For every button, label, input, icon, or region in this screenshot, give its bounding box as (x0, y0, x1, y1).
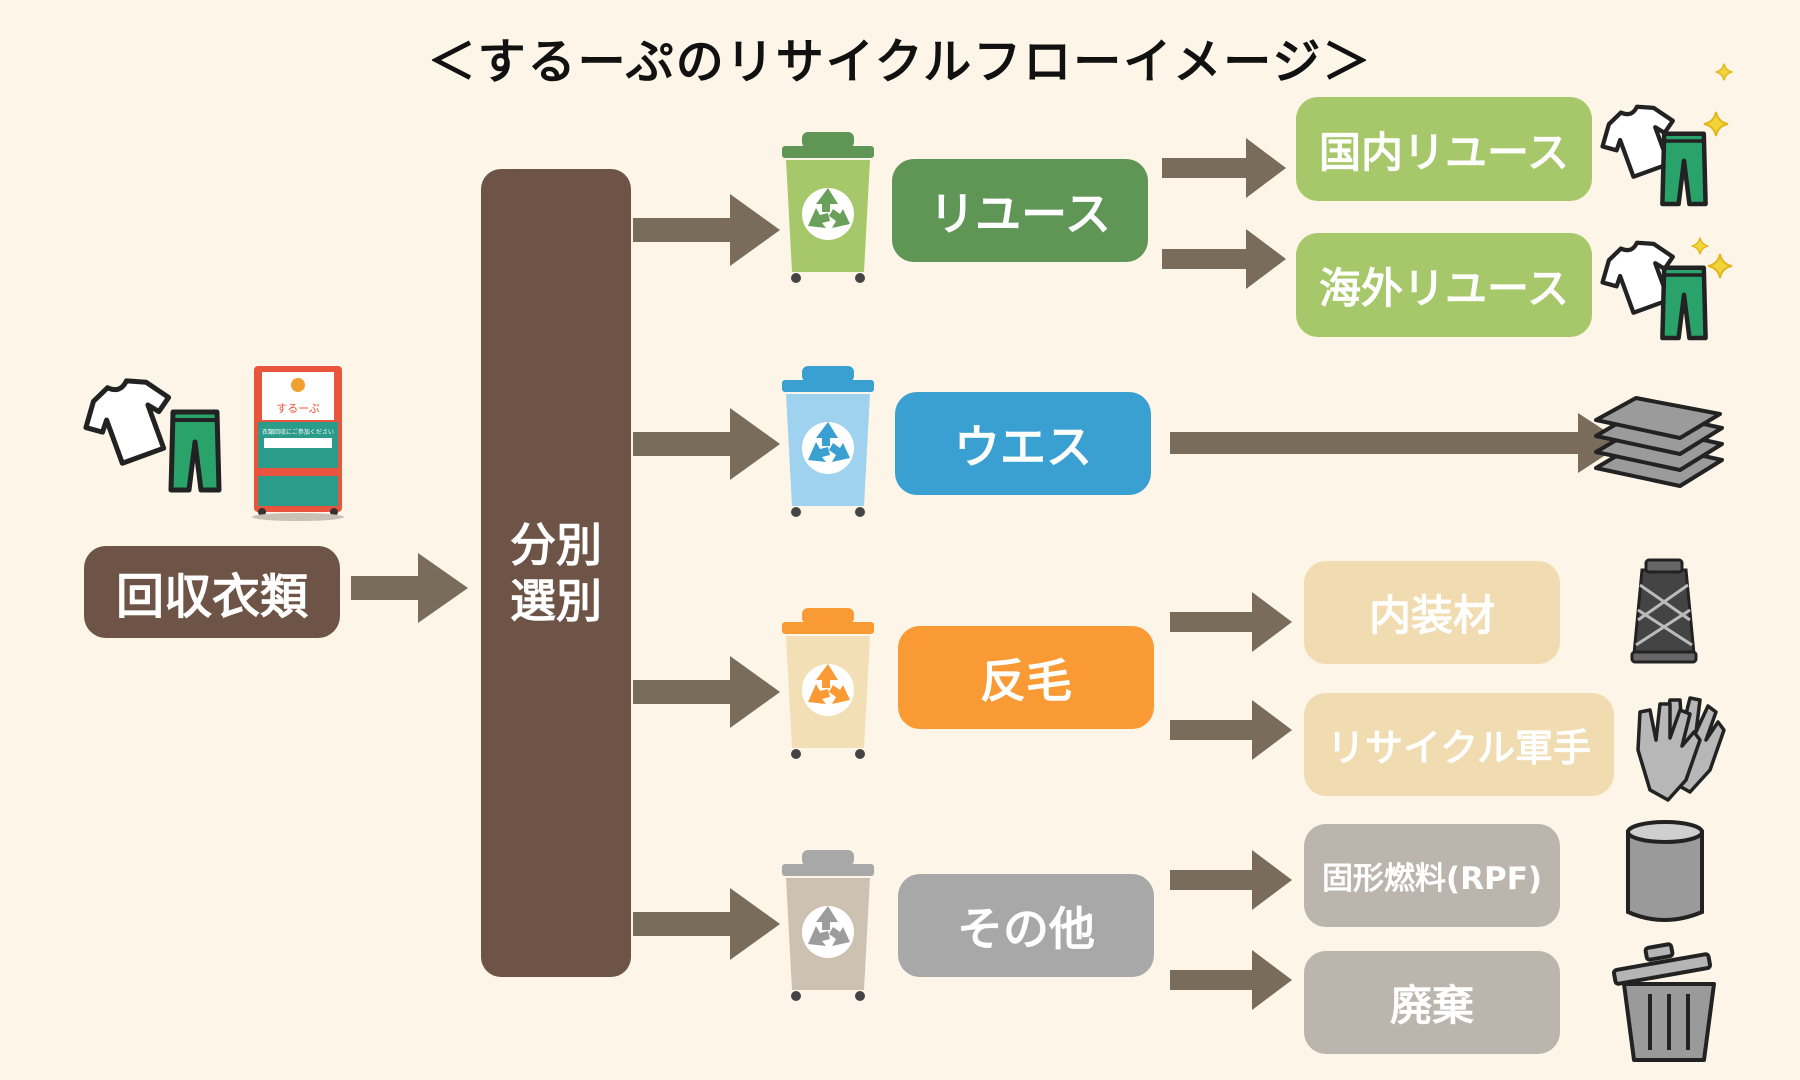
pants-icon (1662, 268, 1705, 338)
output-overseas-reuse-label: 海外リユース (1319, 263, 1569, 313)
arrow-other-to-disposal (1170, 950, 1292, 1010)
arrow-reuse-to-overseas (1162, 229, 1286, 289)
collection-box-icon: するーぷ 衣類回収にご参加ください (252, 366, 344, 521)
output-interior-material-label: 内装材 (1368, 591, 1495, 640)
sparkle-icon (1690, 236, 1710, 256)
recycle-bin-icon (782, 608, 874, 759)
arrow-sort-to-other (633, 888, 780, 960)
sorting-label-line2: 選別 (510, 574, 602, 628)
arrow-source-to-sort (351, 553, 468, 623)
recycle-bin-icon (782, 366, 874, 517)
arrow-sort-to-wool (633, 656, 780, 728)
output-solid-fuel: 固形燃料(RPF) (1304, 824, 1560, 927)
trash-can-icon (1611, 942, 1716, 1062)
arrow-sort-to-waste (633, 408, 780, 480)
arrow-other-to-rpf (1170, 850, 1292, 910)
output-overseas-reuse: 海外リユース (1296, 233, 1592, 337)
category-reuse-label: リユース (929, 186, 1111, 241)
category-waste-cloth-label: ウエス (954, 419, 1092, 474)
recycle-bin-icon (782, 132, 874, 283)
collected-clothing-box: 回収衣類 (84, 546, 340, 638)
output-disposal-label: 廃棄 (1389, 981, 1474, 1030)
output-recycled-gloves-label: リサイクル軍手 (1326, 726, 1592, 770)
cloth-stack-icon (1594, 396, 1724, 488)
arrow-reuse-to-domestic (1162, 138, 1286, 198)
output-domestic-reuse: 国内リユース (1296, 97, 1592, 201)
svg-text:するーぷ: するーぷ (276, 402, 320, 415)
arrow-wool-to-interior (1170, 592, 1292, 652)
sorting-box: 分別 選別 (481, 169, 631, 977)
fuel-cylinder-icon (1626, 820, 1704, 922)
category-reclaimed-fiber-label: 反毛 (980, 653, 1072, 708)
flow-arrows (351, 138, 1624, 1010)
pants-icon (171, 412, 219, 490)
category-other-label: その他 (957, 901, 1095, 956)
output-solid-fuel-label: 固形燃料(RPF) (1321, 861, 1543, 897)
output-recycled-gloves: リサイクル軍手 (1304, 693, 1614, 796)
output-domestic-reuse-label: 国内リユース (1319, 127, 1569, 177)
arrow-wool-to-gloves (1170, 700, 1292, 760)
output-interior-material: 内装材 (1304, 561, 1560, 664)
diagram-title: ＜するーぷのリサイクルフローイメージ＞ (427, 34, 1373, 90)
category-waste-cloth: ウエス (895, 392, 1151, 495)
collected-clothing-label: 回収衣類 (115, 569, 308, 625)
sparkle-icon (1703, 111, 1729, 137)
category-reclaimed-fiber: 反毛 (898, 626, 1154, 729)
category-reuse: リユース (892, 159, 1148, 262)
sparkle-icon (1714, 62, 1734, 82)
arrow-sort-to-reuse (633, 194, 780, 266)
yarn-spool-icon (1630, 558, 1698, 664)
gloves-icon (1636, 696, 1726, 802)
sparkle-icon (1707, 253, 1733, 279)
sorting-label-line1: 分別 (510, 518, 602, 572)
category-other: その他 (898, 874, 1154, 977)
pants-icon (1662, 134, 1705, 204)
tshirt-icon (76, 369, 185, 471)
svg-text:衣類回収にご参加ください: 衣類回収にご参加ください (262, 428, 334, 436)
recycle-bin-icon (782, 850, 874, 1001)
output-disposal: 廃棄 (1304, 951, 1560, 1054)
arrow-waste-to-cloth (1170, 413, 1624, 473)
